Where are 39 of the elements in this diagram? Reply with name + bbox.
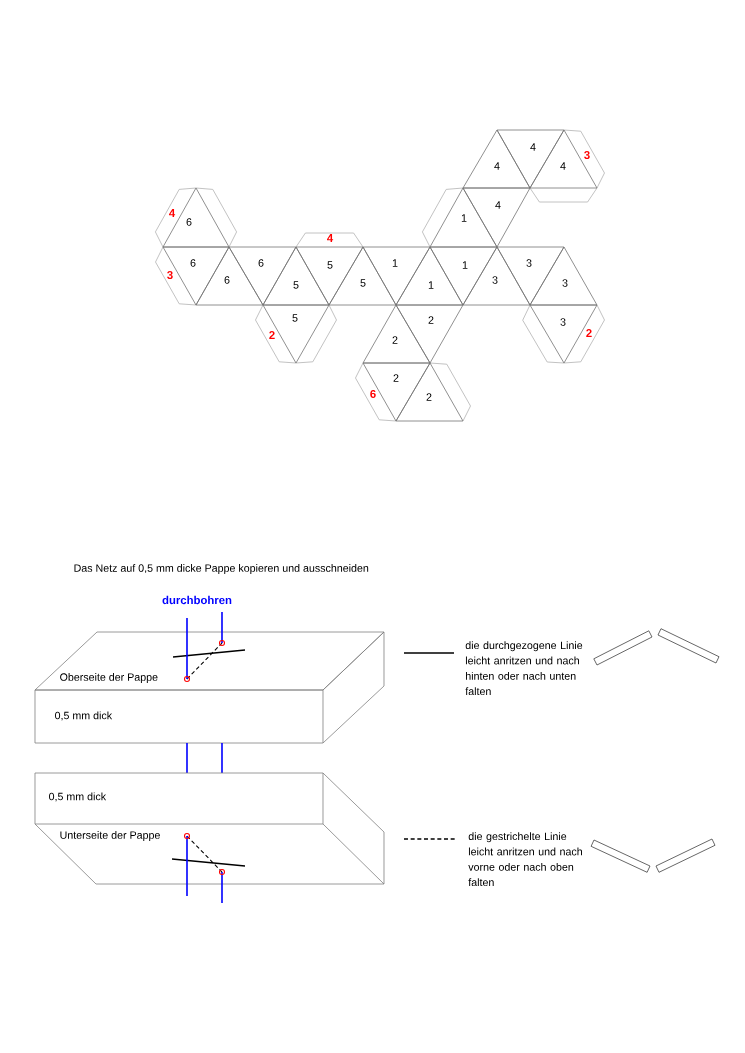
label-text: Unterseite der Pappe	[60, 831, 160, 841]
face-number: 5	[292, 314, 298, 322]
label-text: Das Netz auf 0,5 mm dicke Pappe kopieren und ausschneiden	[74, 564, 369, 574]
tab-number: 4	[327, 234, 334, 242]
face-number: 4	[494, 162, 500, 170]
face-number: 3	[492, 276, 498, 284]
face-number: 6	[190, 259, 196, 267]
face-number: 6	[224, 276, 230, 284]
face-number: 2	[392, 336, 398, 344]
tab-number: 2	[269, 331, 275, 339]
face-number: 1	[462, 261, 468, 269]
face-number: 2	[428, 316, 434, 324]
tab-number: 2	[586, 329, 592, 337]
tab-number: 6	[370, 390, 376, 398]
label-text: Oberseite der Pappe	[60, 673, 158, 683]
face-number: 4	[560, 162, 566, 170]
face-number: 6	[258, 259, 264, 267]
tab-number: 3	[167, 271, 173, 280]
drill-label: durchbohren	[162, 595, 232, 605]
face-number: 1	[461, 214, 467, 222]
face-number: 6	[186, 218, 192, 226]
tab-number: 3	[584, 151, 590, 160]
face-number: 4	[530, 143, 536, 151]
face-number: 5	[360, 279, 366, 287]
face-number: 5	[327, 261, 333, 269]
legend-text: die durchgezogene Linie leicht anritzen und nach hinten oder nach unten falten	[465, 641, 583, 696]
face-number: 3	[562, 279, 568, 287]
label-text: 0,5 mm dick	[55, 711, 113, 721]
tab-number: 4	[169, 209, 176, 217]
face-number: 3	[526, 259, 532, 267]
face-number: 2	[393, 374, 399, 382]
face-number: 2	[426, 393, 432, 401]
label-text: 0,5 mm dick	[49, 792, 107, 802]
face-number: 1	[392, 259, 398, 267]
face-number: 5	[293, 281, 299, 289]
legend-text: die gestrichelte Linie leicht anritzen und nach vorne oder nach oben falten	[468, 832, 582, 887]
face-number: 3	[560, 318, 566, 326]
face-number: 1	[428, 281, 434, 289]
face-number: 4	[495, 201, 501, 209]
